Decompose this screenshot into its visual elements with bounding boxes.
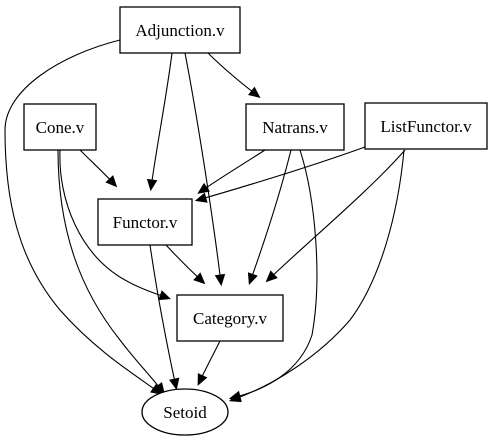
edge-arrowhead — [197, 182, 210, 194]
node-functor: Functor.v — [97, 198, 193, 246]
node-cone-label: Cone.v — [36, 118, 85, 137]
node-functor-label: Functor.v — [113, 213, 178, 232]
edge-adjunction-to-category — [184, 52, 226, 287]
edges-layer — [4, 39, 406, 403]
edge-functor-to-setoid — [149, 244, 180, 391]
edge-cone-to-setoid — [57, 149, 165, 395]
edge-arrowhead — [265, 270, 278, 283]
node-listfunctor-label: ListFunctor.v — [380, 117, 472, 136]
node-listfunctor-shape — [364, 102, 488, 150]
node-natrans-label: Natrans.v — [262, 118, 328, 137]
edge-adjunction-to-natrans — [207, 52, 261, 98]
edge-arrowhead — [193, 272, 206, 285]
edge-natrans-to-functor — [197, 149, 266, 194]
node-adjunction: Adjunction.v — [119, 6, 241, 54]
node-cone: Cone.v — [23, 103, 97, 151]
edge-cone-to-category — [59, 149, 172, 301]
edge-listfunctor-to-functor — [194, 146, 366, 203]
edge-arrowhead — [247, 272, 258, 286]
edge-cone-to-functor — [79, 149, 118, 188]
node-listfunctor: ListFunctor.v — [364, 102, 488, 150]
edge-arrowhead — [194, 192, 208, 203]
node-functor-shape — [97, 198, 193, 246]
node-category: Category.v — [176, 294, 284, 342]
node-natrans-shape — [245, 103, 345, 151]
node-setoid-label: Setoid — [163, 403, 207, 422]
edge-listfunctor-to-setoid — [228, 149, 405, 403]
edge-listfunctor-to-category — [265, 149, 406, 283]
node-adjunction-label: Adjunction.v — [135, 21, 225, 40]
edge-arrowhead — [169, 377, 180, 391]
edge-arrowhead — [158, 290, 172, 301]
node-natrans: Natrans.v — [245, 103, 345, 151]
node-setoid-shape — [141, 388, 229, 436]
edge-arrowhead — [153, 382, 165, 395]
edge-arrowhead — [228, 392, 242, 403]
node-category-label: Category.v — [193, 309, 267, 328]
edge-arrowhead — [248, 86, 261, 98]
edge-arrowhead — [214, 273, 226, 287]
edge-category-to-setoid — [197, 340, 221, 386]
node-adjunction-shape — [119, 6, 241, 54]
node-setoid: Setoid — [141, 388, 229, 436]
edge-functor-to-category — [165, 244, 206, 285]
node-category-shape — [176, 294, 284, 342]
edge-arrowhead — [105, 175, 118, 188]
edge-adjunction-to-functor — [146, 52, 173, 192]
edge-arrowhead — [197, 373, 208, 386]
edge-natrans-to-category — [247, 149, 292, 286]
node-cone-shape — [23, 103, 97, 151]
edge-arrowhead — [146, 178, 158, 192]
